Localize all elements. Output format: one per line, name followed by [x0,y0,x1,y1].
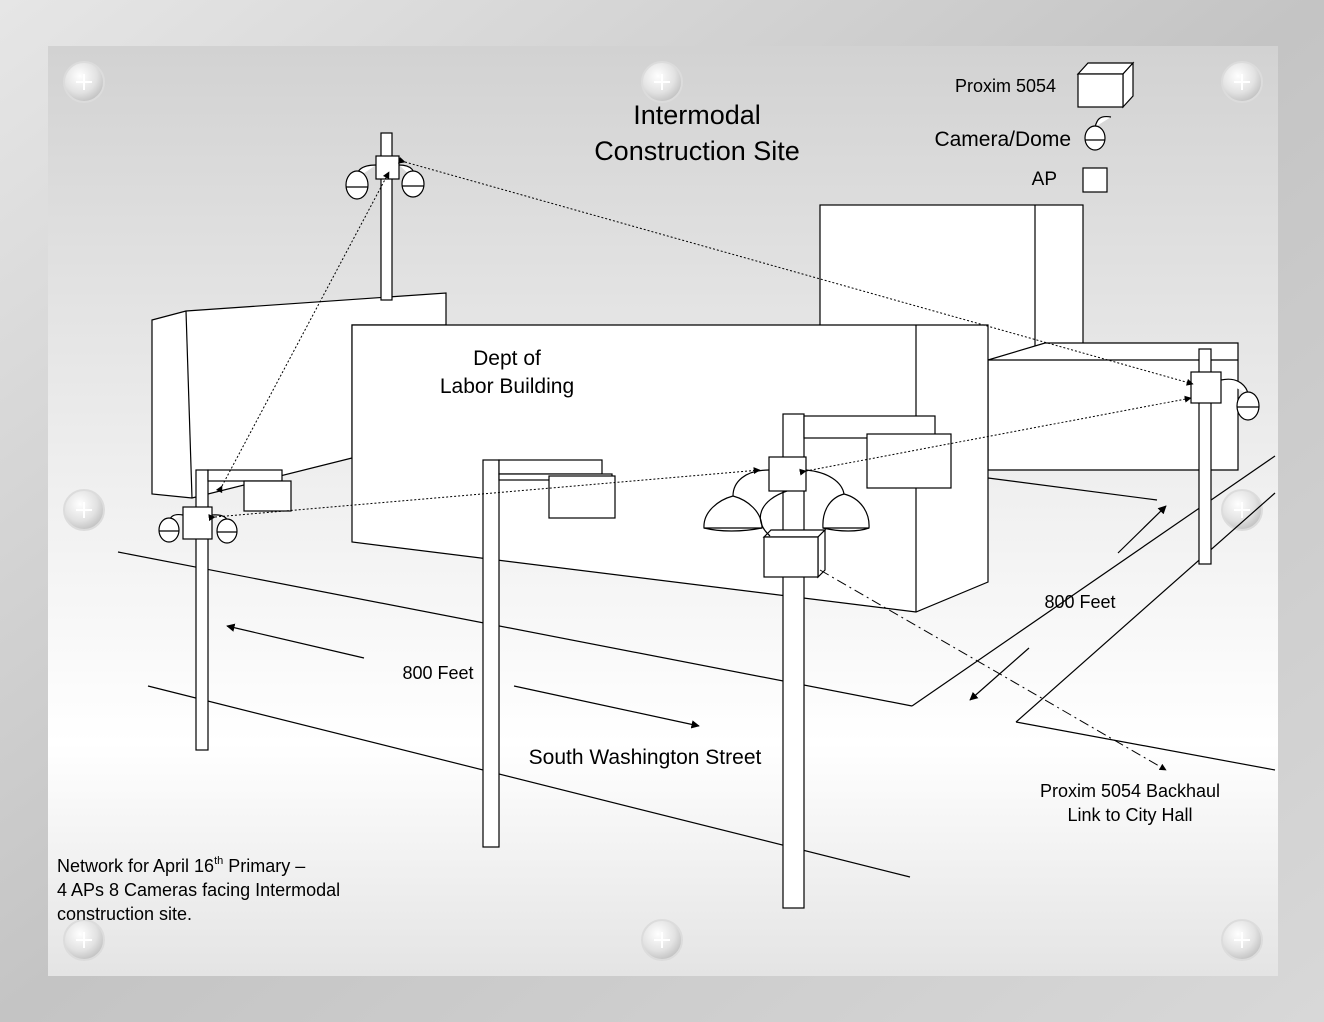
screw-icons [63,61,1263,961]
note-line1: Network for April 16th Primary – [57,855,305,876]
legend [1076,61,1135,193]
legend-proxim-label: Proxim 5054 [955,76,1056,96]
building-label-line1: Dept of [473,347,541,370]
title-line2: Construction Site [594,136,800,166]
screw-icon [641,919,683,961]
backhaul-link [819,569,1167,771]
wireless-links [208,156,1194,522]
building-label-line2: Labor Building [440,375,574,398]
legend-proxim-icon [1076,61,1135,109]
screw-icon [63,919,105,961]
distance-right-label: 800 Feet [1044,592,1115,612]
legend-ap-icon [1082,167,1108,193]
screw-icon [1221,919,1263,961]
ap-icon [1190,371,1222,404]
screw-icon [63,61,105,103]
camera-dome-icon [805,469,870,532]
backhaul-label-line2: Link to City Hall [1067,805,1192,825]
camera-dome-icon [1220,378,1260,421]
note-line2: 4 APs 8 Cameras facing Intermodal [57,880,340,900]
legend-ap-label: AP [1032,169,1057,190]
ap-icon [182,506,213,540]
distance-arrows [226,505,1167,729]
ap-icon [375,155,400,180]
proxim-icon [762,528,827,579]
legend-camera-icon [1084,115,1112,151]
legend-camera-label: Camera/Dome [934,128,1071,151]
note-line3: construction site. [57,904,192,924]
street-label: South Washington Street [529,746,762,769]
screw-icon [1221,489,1263,531]
screw-icon [641,61,683,103]
camera-dome-icon [158,513,184,543]
distance-left-label: 800 Feet [402,663,473,683]
screw-icon [63,489,105,531]
title-line1: Intermodal [633,100,761,130]
ap-icon [768,456,807,492]
screw-icon [1221,61,1263,103]
backhaul-label-line1: Proxim 5054 Backhaul [1040,781,1220,801]
access-points [182,155,1222,540]
